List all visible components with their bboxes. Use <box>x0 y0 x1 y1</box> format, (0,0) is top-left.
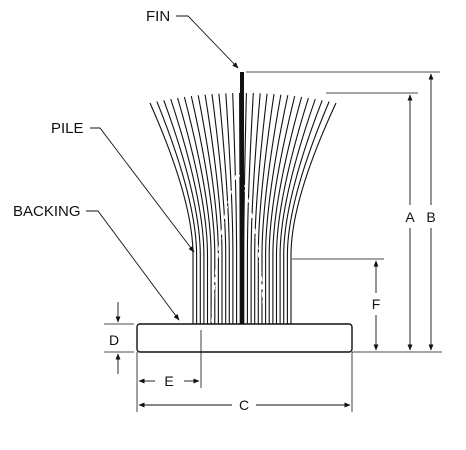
pile-fiber <box>156 101 198 324</box>
pile-fiber <box>204 94 223 324</box>
pile-callout: PILE <box>51 120 195 253</box>
pile-fiber <box>272 96 303 324</box>
pile-fiber <box>232 93 238 324</box>
dimension-b: B <box>426 73 436 351</box>
pile-fiber <box>197 95 219 324</box>
fin-hidden-outline <box>211 167 265 323</box>
fin-label: FIN <box>146 8 170 25</box>
pile-fiber <box>246 93 254 324</box>
dimension-a: A <box>405 94 415 351</box>
pile-fiber <box>290 102 337 324</box>
pile-fiber <box>275 97 309 324</box>
pile-fiber <box>170 98 205 324</box>
pile-fiber <box>261 94 282 324</box>
pile-fiber <box>254 93 268 324</box>
pile-fiber <box>177 97 209 324</box>
pile-fiber <box>163 100 201 324</box>
fin-callout: FIN <box>146 8 239 69</box>
backing-callout: BACKING <box>13 203 180 321</box>
pile-fiber <box>286 101 330 324</box>
dimension-e: E <box>138 373 200 389</box>
pile-fiber <box>283 100 323 324</box>
extension-lines <box>104 71 442 412</box>
dimension-c-label: C <box>239 397 249 413</box>
dimension-e-label: E <box>164 373 173 389</box>
pile-fiber <box>265 95 289 324</box>
pile-fiber <box>250 93 261 324</box>
pile-fiber <box>218 93 230 324</box>
backing-label: BACKING <box>13 203 81 220</box>
dimension-b-label: B <box>426 209 435 225</box>
pile-fiber <box>183 96 212 324</box>
pile-fiber <box>190 95 216 324</box>
dimension-d-label: D <box>109 332 119 348</box>
pile-fiber <box>279 98 316 324</box>
pile-fiber <box>268 95 296 324</box>
dimension-d: D <box>109 302 121 374</box>
dimension-c: C <box>138 397 351 413</box>
dimension-f: F <box>372 260 381 351</box>
pile-label: PILE <box>51 120 84 137</box>
fin <box>240 72 244 324</box>
dimension-a-label: A <box>405 209 415 225</box>
pile-fiber <box>243 92 247 324</box>
pile-fiber <box>149 102 194 324</box>
pile-fiber <box>211 94 227 324</box>
backing <box>136 323 353 353</box>
dimension-f-label: F <box>372 296 381 312</box>
